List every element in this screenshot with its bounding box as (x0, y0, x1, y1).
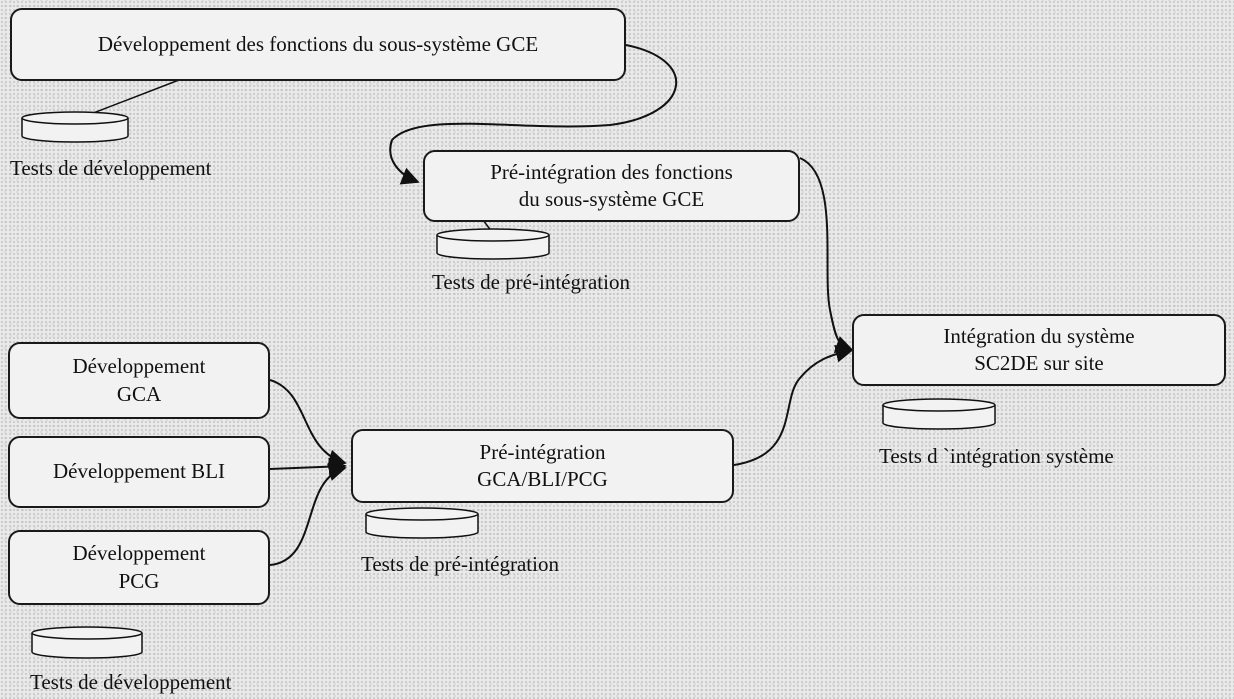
caption-tests-preint-gca: Tests de pré-intégration (361, 552, 559, 576)
box-dev-bli-line-1: Développement BLI (52, 459, 226, 484)
database-icon-preint-gca (365, 507, 479, 539)
box-integration: Intégration du système SC2DE sur site (852, 314, 1226, 386)
connector-dev-bli-to-preint (269, 457, 347, 476)
box-preint-gce-line-1: Pré-intégration des fonctions (490, 159, 733, 184)
box-dev-pcg-line-2: PCG (118, 568, 160, 593)
database-icon-dev-bottom (31, 626, 143, 659)
database-icon-preint-gce (436, 228, 550, 260)
connector-dev-pcg-to-preint (269, 463, 347, 566)
connector-dev-gca-to-preint (269, 379, 347, 468)
box-dev-bli: Développement BLI (8, 436, 270, 508)
box-preint-gca-line-2: GCA/BLI/PCG (477, 467, 608, 491)
box-dev-pcg-line-1: Développement (72, 541, 206, 566)
connector-preint-gca-to-integration (733, 344, 854, 466)
caption-tests-dev-top: Tests de développement (10, 156, 212, 180)
box-dev-gca-line-2: GCA (116, 381, 162, 406)
box-preint-gce-line-2: du sous-système GCE (518, 187, 705, 211)
box-preint-gca-line-1: Pré-intégration (479, 439, 606, 464)
box-dev-gca-line-1: Développement (72, 354, 206, 379)
box-integration-line-1: Intégration du système (943, 323, 1135, 348)
database-icon-integration (882, 398, 996, 430)
box-dev-gca: Développement GCA (8, 342, 270, 419)
connector-preint-gce-to-integration (799, 157, 854, 354)
caption-tests-integration: Tests d `intégration système (879, 444, 1114, 468)
box-dev-pcg: Développement PCG (8, 530, 270, 605)
caption-tests-dev-bottom: Tests de développement (30, 670, 232, 694)
box-preint-gce: Pré-intégration des fonctions du sous-sy… (423, 150, 800, 222)
box-preint-gca-bli-pcg: Pré-intégration GCA/BLI/PCG (351, 429, 734, 503)
caption-tests-preint-gce: Tests de pré-intégration (432, 270, 630, 294)
box-dev-gce-line-1: Développement des fonctions du sous-syst… (97, 31, 539, 56)
box-dev-gce: Développement des fonctions du sous-syst… (10, 8, 626, 81)
box-integration-line-2: SC2DE sur site (974, 351, 1104, 375)
database-icon-dev-gce (21, 111, 129, 143)
